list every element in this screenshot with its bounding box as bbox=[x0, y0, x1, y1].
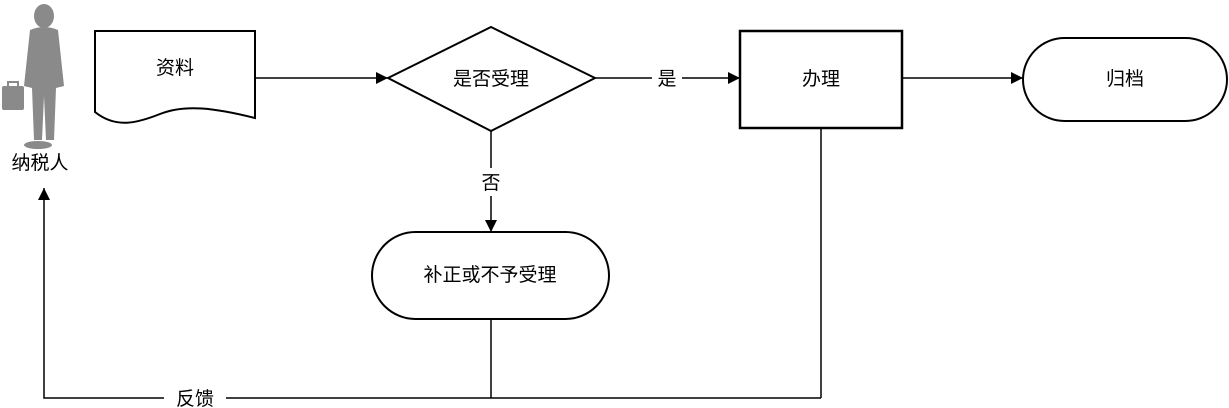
edge-feedback-label: 反馈 bbox=[176, 388, 214, 408]
decision-label: 是否受理 bbox=[453, 68, 529, 90]
person-with-briefcase-icon bbox=[2, 4, 64, 149]
edge-yes-label: 是 bbox=[657, 68, 676, 90]
document-label: 资料 bbox=[156, 57, 194, 79]
document-node bbox=[94, 30, 256, 124]
actor-label: 纳税人 bbox=[11, 152, 68, 174]
edge-feedback bbox=[38, 188, 821, 399]
reject-label: 补正或不予受理 bbox=[423, 264, 556, 286]
archive-node bbox=[1022, 37, 1228, 122]
process-label: 办理 bbox=[802, 68, 840, 90]
edge-no-label: 否 bbox=[481, 172, 500, 194]
archive-label: 归档 bbox=[1106, 68, 1144, 90]
